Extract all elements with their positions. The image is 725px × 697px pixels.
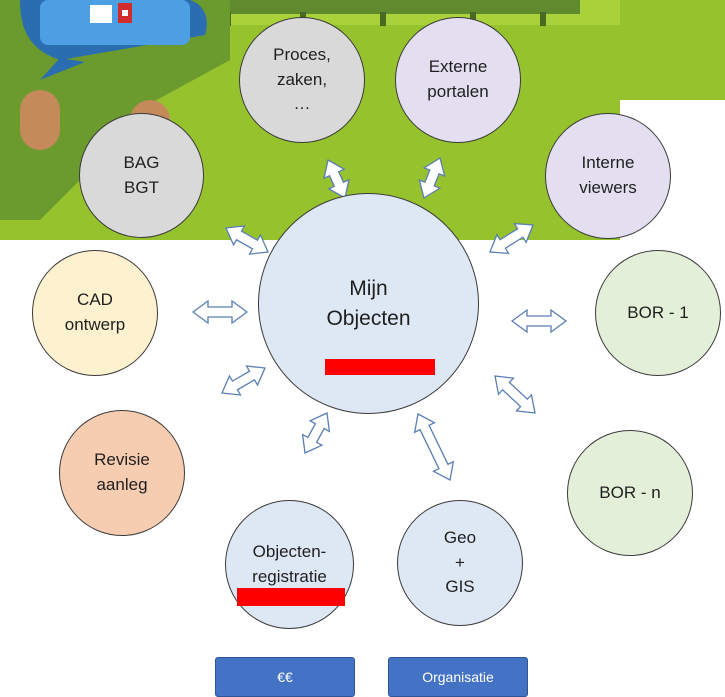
node-label-line: aanleg [96,475,148,494]
node-label-line: Interne [581,153,635,173]
node-label-line: Objecten- [252,541,327,561]
organisatie-button[interactable]: Organisatie [388,657,528,697]
node-interne-viewers: Interne viewers [545,113,671,239]
double-arrow [191,299,249,325]
node-label-line: ontwerp [64,315,126,334]
node-cad-ontwerp: CAD ontwerp [32,250,158,376]
double-arrow [225,225,269,255]
node-geo-gis: Geo + GIS [397,500,523,626]
node-objecten-registratie: Objecten-registratie [225,500,354,629]
double-arrow [301,412,331,454]
node-label-line: Revisie [94,450,150,470]
node-label-line: Mijn [349,277,388,301]
node-label-line: Objecten [326,306,411,330]
ee-button[interactable]: €€ [215,657,355,697]
double-arrow [418,156,446,200]
node-label-line: Externe [428,57,488,77]
double-arrow [510,308,568,334]
node-revisie-aanleg: Revisie aanleg [59,410,185,536]
node-label-line: Geo [443,528,477,548]
double-arrow [221,365,266,396]
node-label-line: zaken, [276,69,328,89]
double-arrow [489,222,534,255]
node-label-line: viewers [579,178,637,197]
node-label-line: + [455,552,465,572]
node-bor-n: BOR - n [567,430,693,556]
node-proces-zaken: Proces, zaken, … [239,17,365,143]
node-label-line: registratie [252,566,327,586]
node-label-line: Proces, [273,45,331,65]
node-label-line: BAG [123,152,160,172]
node-label-line: BOR - n [599,482,661,502]
node-externe-portalen: Externe portalen [395,17,521,143]
node-label-line: … [293,94,311,114]
node-label-line: BOR - 1 [627,302,689,322]
node-label-line: portalen [427,82,489,101]
highlight-bar-objectenregistratie [237,588,345,606]
node-bag-bgt: BAG BGT [79,113,204,238]
highlight-bar-mijn-objecten [325,359,435,375]
node-label-line: BGT [124,177,159,197]
double-arrow [413,413,455,481]
node-label-line: GIS [445,577,475,597]
node-label-line: CAD [77,290,113,310]
double-arrow [494,375,536,414]
node-bor-1: BOR - 1 [595,250,721,376]
